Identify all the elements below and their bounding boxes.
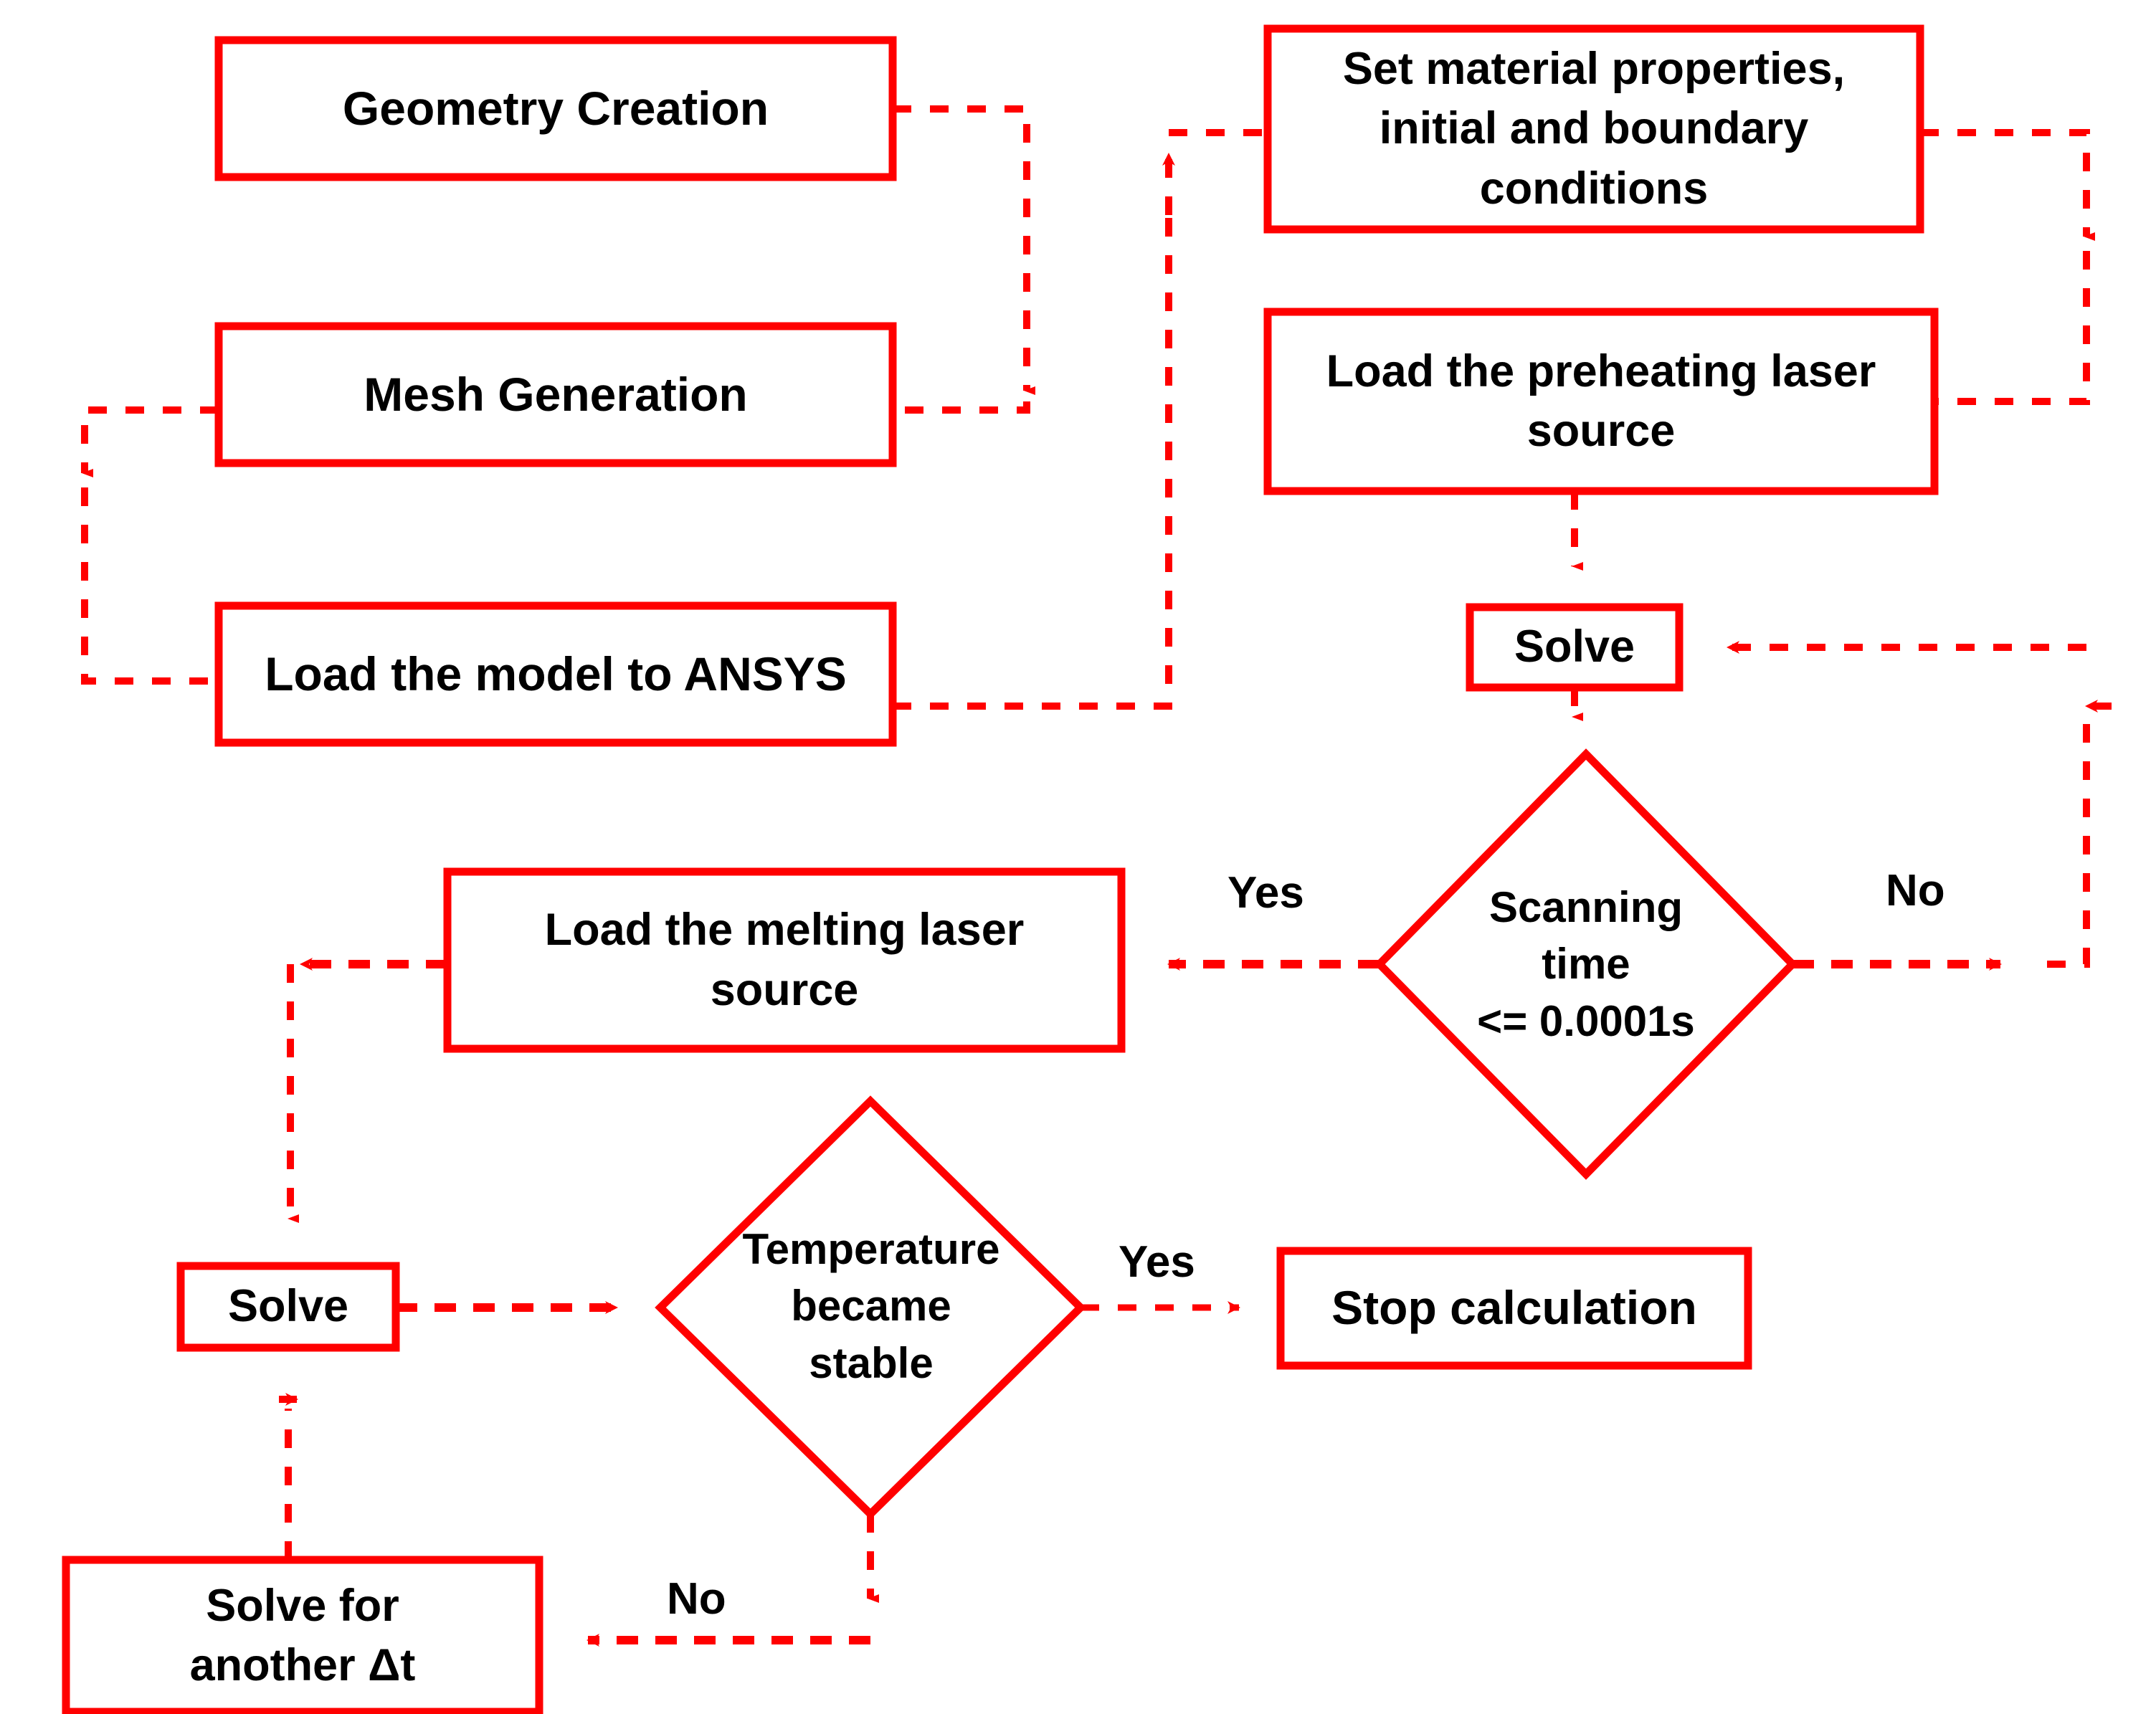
node-temperature-stable — [655, 1095, 1086, 1520]
edge-mesh-to-ansys-tail — [81, 487, 219, 685]
node-load-model-ansys — [214, 601, 897, 747]
edge-material-to-preheating-tail — [1934, 251, 2090, 405]
node-solve-another-dt — [62, 1556, 543, 1714]
edge-ansys-to-material — [893, 215, 1172, 710]
edge-scanning-no-riser — [2047, 717, 2090, 968]
node-load-preheating — [1263, 308, 1939, 495]
node-load-melting — [443, 867, 1126, 1053]
edge-material-to-preheating — [1920, 129, 2095, 241]
node-solve-preheat — [1466, 603, 1684, 692]
node-mesh-generation — [214, 322, 897, 467]
edge-geometry-to-mesh — [893, 105, 1035, 395]
node-set-material — [1263, 24, 1924, 234]
node-stop-calculation — [1276, 1247, 1752, 1370]
node-scanning-time — [1374, 748, 1798, 1180]
edge-geometry-to-mesh-tail — [893, 401, 1030, 414]
node-solve-melt — [176, 1262, 400, 1352]
edge-mesh-to-ansys — [81, 406, 219, 477]
node-geometry-creation — [214, 36, 897, 181]
